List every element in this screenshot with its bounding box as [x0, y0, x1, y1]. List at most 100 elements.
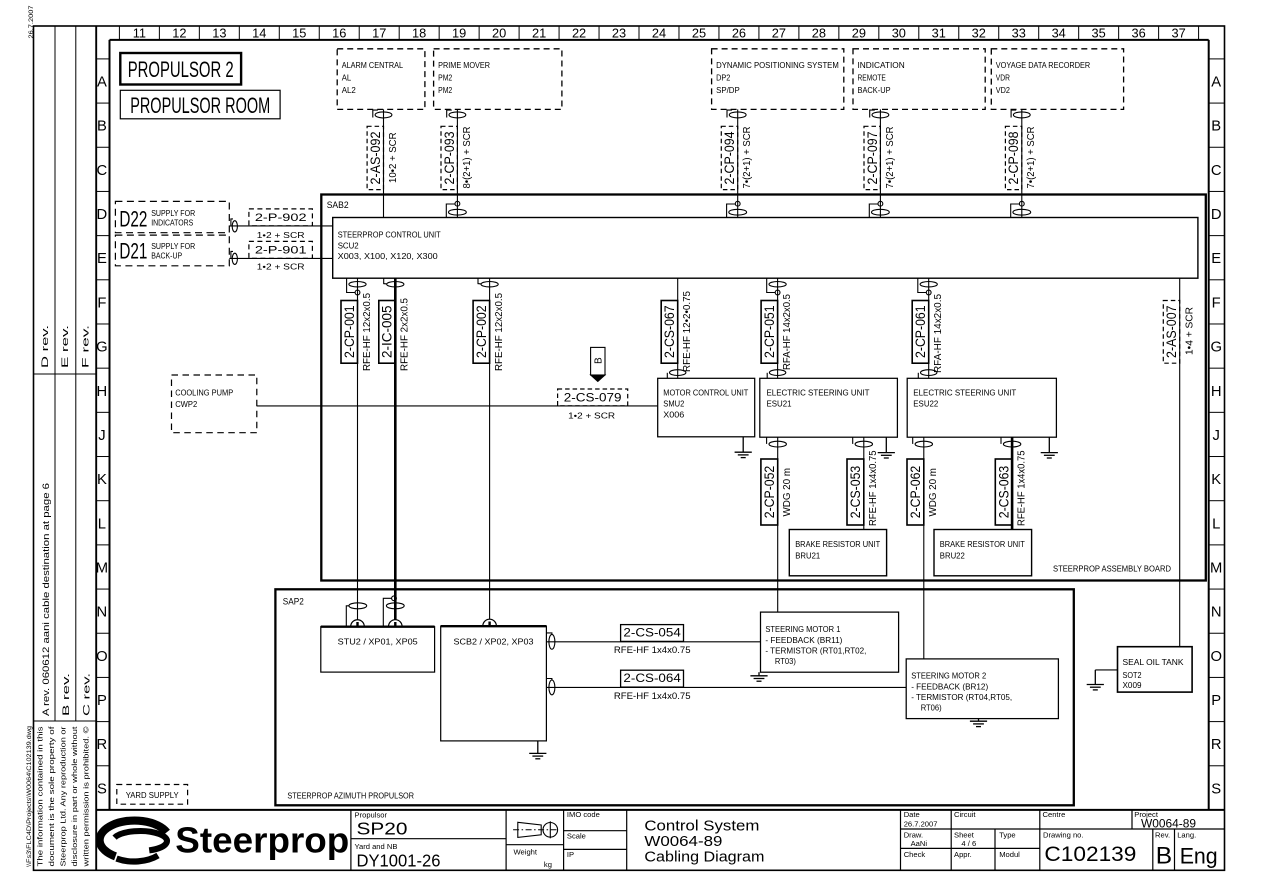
svg-text:17: 17 — [372, 25, 386, 40]
svg-text:RFE-HF 1x4x0.75: RFE-HF 1x4x0.75 — [1017, 450, 1028, 526]
svg-text:12: 12 — [172, 25, 186, 40]
svg-text:16: 16 — [332, 25, 346, 40]
svg-text:L: L — [1212, 516, 1220, 532]
svg-text:D: D — [97, 207, 108, 223]
svg-text:WDG 20 m: WDG 20 m — [928, 468, 939, 517]
svg-text:RFE-HF 1x4x0.75: RFE-HF 1x4x0.75 — [614, 691, 691, 701]
svg-text:F rev.: F rev. — [81, 325, 91, 368]
svg-text:A rev. 060612 aani cable dest: A rev. 060612 aani cable destination at … — [41, 483, 51, 716]
svg-text:2-CP-097: 2-CP-097 — [864, 131, 880, 184]
svg-text:L: L — [98, 516, 106, 532]
svg-text:SAB2: SAB2 — [327, 200, 349, 211]
svg-text:2-CS-063: 2-CS-063 — [996, 466, 1012, 519]
svg-text:2-CP-001: 2-CP-001 — [341, 305, 357, 358]
svg-text:AL2: AL2 — [342, 85, 356, 95]
svg-text:PRIME MOVER: PRIME MOVER — [438, 60, 490, 70]
svg-text:MOTOR CONTROL UNIT: MOTOR CONTROL UNIT — [663, 388, 749, 398]
svg-text:1•2 + SCR: 1•2 + SCR — [257, 263, 305, 272]
svg-text:X009: X009 — [1123, 680, 1142, 690]
svg-text:- TERMISTOR (RT01,RT02,: - TERMISTOR (RT01,RT02, — [765, 646, 866, 656]
svg-text:Steerprop: Steerprop — [175, 820, 349, 861]
svg-text:31: 31 — [932, 25, 946, 40]
svg-text:\\Fs3\FLC4D\Projects\W0064\C10: \\Fs3\FLC4D\Projects\W0064\C102139.dwg — [27, 726, 33, 867]
svg-text:PM2: PM2 — [438, 73, 452, 83]
svg-text:2-AS-007: 2-AS-007 — [1163, 305, 1179, 358]
svg-text:C: C — [97, 163, 108, 179]
svg-text:RFE-HF 12x2x0.5: RFE-HF 12x2x0.5 — [362, 292, 373, 371]
svg-text:X003, X100, X120, X300: X003, X100, X120, X300 — [338, 251, 438, 261]
svg-text:15: 15 — [292, 25, 306, 40]
svg-text:- TERMISTOR (RT04,RT05,: - TERMISTOR (RT04,RT05, — [911, 692, 1012, 702]
svg-text:1•4 + SCR: 1•4 + SCR — [1184, 307, 1195, 355]
svg-text:BACK-UP: BACK-UP — [151, 251, 182, 260]
svg-text:RFE-HF 2x2x0.5: RFE-HF 2x2x0.5 — [400, 297, 411, 371]
svg-text:7•(2+1) + SCR: 7•(2+1) + SCR — [1026, 127, 1037, 189]
svg-text:Yard and NB: Yard and NB — [355, 842, 398, 851]
svg-text:SMU2: SMU2 — [663, 398, 684, 408]
svg-text:14: 14 — [252, 25, 266, 40]
svg-text:P: P — [1211, 693, 1221, 709]
svg-text:document is the sole property: document is the sole property of — [47, 725, 56, 866]
svg-text:23: 23 — [612, 25, 626, 40]
svg-text:2-CS-067: 2-CS-067 — [661, 305, 677, 358]
svg-text:IP: IP — [567, 850, 574, 859]
svg-text:O: O — [96, 649, 108, 665]
svg-text:RFE-HF 1x4x0.75: RFE-HF 1x4x0.75 — [868, 450, 879, 526]
svg-text:RFA-HF 14x2x0.5: RFA-HF 14x2x0.5 — [933, 293, 944, 373]
svg-text:2-CP-061: 2-CP-061 — [912, 305, 928, 358]
svg-text:Scale: Scale — [567, 832, 586, 841]
svg-text:Project: Project — [1134, 810, 1159, 819]
svg-text:11: 11 — [133, 25, 146, 40]
svg-text:J: J — [98, 428, 105, 444]
svg-text:13: 13 — [212, 25, 226, 40]
svg-text:2-AS-092: 2-AS-092 — [367, 131, 383, 184]
svg-text:32: 32 — [972, 25, 986, 40]
svg-text:RFE-HF 1x4x0.75: RFE-HF 1x4x0.75 — [614, 645, 691, 655]
svg-text:COOLING PUMP: COOLING PUMP — [175, 388, 233, 398]
svg-text:STEERPROP ASSEMBLY BOARD: STEERPROP ASSEMBLY BOARD — [1053, 564, 1171, 574]
svg-text:RFE-HF 12•2•0.75: RFE-HF 12•2•0.75 — [682, 290, 693, 372]
svg-text:SCU2: SCU2 — [338, 241, 359, 251]
svg-text:F: F — [1212, 295, 1221, 311]
svg-text:AaNi: AaNi — [911, 839, 928, 848]
svg-text:G: G — [1210, 340, 1222, 356]
svg-text:A: A — [97, 74, 107, 90]
svg-text:35: 35 — [1092, 25, 1106, 40]
svg-text:G: G — [96, 340, 108, 356]
svg-text:PROPULSOR 2: PROPULSOR 2 — [128, 57, 234, 82]
svg-text:B: B — [1211, 119, 1221, 135]
svg-text:26.7.2007: 26.7.2007 — [28, 5, 35, 39]
svg-text:ESU22: ESU22 — [913, 398, 938, 408]
svg-text:STU2 / XP01, XP05: STU2 / XP01, XP05 — [338, 637, 418, 647]
svg-text:2-CP-093: 2-CP-093 — [441, 131, 457, 184]
svg-text:25: 25 — [692, 25, 706, 40]
svg-text:P: P — [97, 693, 107, 709]
svg-text:2-CS-079: 2-CS-079 — [564, 390, 622, 404]
svg-text:18: 18 — [412, 25, 426, 40]
svg-text:AL: AL — [342, 73, 352, 83]
svg-text:B: B — [1156, 843, 1172, 870]
svg-text:Date: Date — [904, 810, 920, 819]
svg-text:C: C — [1211, 163, 1222, 179]
svg-text:34: 34 — [1052, 25, 1066, 40]
svg-text:RFE-HF 12x2x0.5: RFE-HF 12x2x0.5 — [494, 292, 505, 371]
svg-text:disclosure in part or whole wi: disclosure in part or whole without — [70, 725, 79, 866]
svg-text:PROPULSOR ROOM: PROPULSOR ROOM — [130, 93, 270, 118]
svg-text:SUPPLY FOR: SUPPLY FOR — [151, 209, 195, 218]
svg-text:Control System: Control System — [644, 819, 759, 835]
svg-text:33: 33 — [1012, 25, 1026, 40]
svg-text:22: 22 — [572, 25, 586, 40]
svg-text:29: 29 — [852, 25, 866, 40]
svg-text:B: B — [593, 357, 604, 364]
svg-text:28: 28 — [812, 25, 826, 40]
svg-text:ELECTRIC STEERING UNIT: ELECTRIC STEERING UNIT — [767, 388, 871, 398]
svg-text:STEERING MOTOR 1: STEERING MOTOR 1 — [765, 624, 840, 634]
svg-text:- FEEDBACK (BR11): - FEEDBACK (BR11) — [765, 635, 842, 645]
svg-text:8•(2+1) + SCR: 8•(2+1) + SCR — [462, 127, 473, 189]
svg-text:Eng: Eng — [1180, 844, 1218, 869]
svg-text:K: K — [97, 472, 107, 488]
svg-text:Lang.: Lang. — [1177, 830, 1196, 839]
svg-text:D22: D22 — [119, 207, 147, 232]
svg-text:E: E — [97, 251, 107, 267]
svg-text:4 / 6: 4 / 6 — [961, 839, 976, 848]
